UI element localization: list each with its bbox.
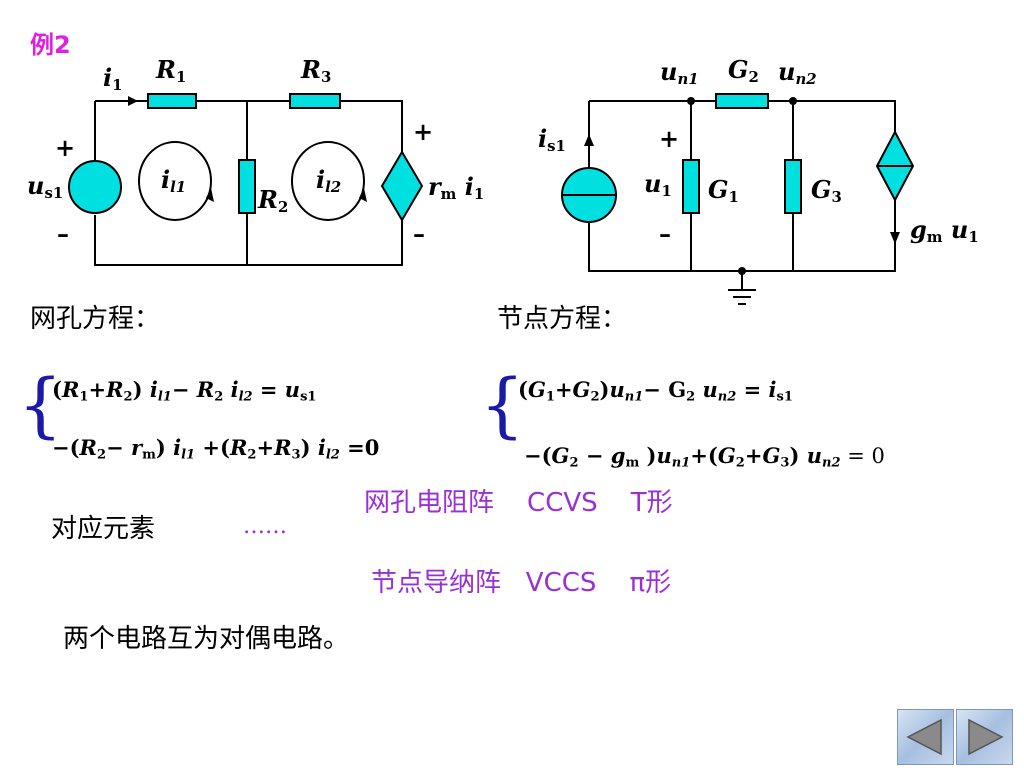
label-g1: G1 — [708, 175, 739, 207]
node-equation-title: 节点方程： — [497, 304, 628, 334]
is1-arrow — [584, 134, 594, 146]
label-is1: is1 — [538, 124, 566, 156]
ccvs-source — [380, 150, 424, 222]
label-un2: un2 — [778, 57, 817, 89]
label-r1: R1 — [156, 55, 187, 87]
triangle-right-icon — [968, 718, 1004, 756]
label-ccvs-minus: – — [413, 219, 425, 248]
node-un2-dot — [789, 97, 797, 105]
r1-resistor — [147, 93, 197, 109]
label-ccvs-plus: + — [413, 117, 434, 146]
next-slide-button[interactable] — [956, 709, 1013, 765]
label-i1: i1 — [103, 63, 123, 95]
node-un1-dot — [687, 97, 695, 105]
label-rm-i1: rm i1 — [428, 172, 485, 204]
mesh-loop-1-arrow — [206, 188, 214, 202]
left-circuit-wires — [94, 100, 403, 266]
label-un1: un1 — [660, 57, 699, 89]
label-il1: il1 — [161, 165, 187, 197]
g3-conductance — [784, 159, 802, 214]
mesh-brace: { — [18, 364, 63, 446]
label-il2: il2 — [316, 165, 342, 197]
mesh-equation-title: 网孔方程： — [30, 304, 161, 334]
label-u1: u1 — [644, 169, 672, 201]
g1-conductance — [682, 159, 700, 214]
label-u1-minus: – — [659, 219, 671, 248]
ground-node-dot — [738, 267, 746, 275]
label-us1-minus: – — [57, 219, 69, 248]
g2-conductance — [715, 93, 769, 109]
prev-slide-button[interactable] — [897, 709, 954, 765]
mesh-loop-2 — [291, 141, 365, 221]
node-equation-1: (G1+G2)un1− G2 un2 = is1 — [518, 377, 793, 405]
mesh-equation-1: (R1+R2) il1− R2 il2 = us1 — [52, 377, 317, 405]
label-us1-plus: + — [55, 133, 76, 162]
triangle-left-icon — [906, 718, 942, 756]
label-u1-plus: + — [659, 124, 680, 153]
label-us1: us1 — [27, 171, 64, 203]
mesh-loop-1 — [138, 141, 212, 221]
node-brace: { — [480, 364, 525, 446]
label-r2: R2 — [258, 185, 289, 217]
label-g3: G3 — [811, 175, 842, 207]
correspondence-label: 对应元素 — [51, 514, 156, 544]
conclusion-text: 两个电路互为对偶电路。 — [63, 624, 350, 654]
i1-arrow — [128, 96, 138, 106]
vccs-current-arrow — [890, 232, 900, 244]
r2-resistor — [238, 159, 256, 214]
mesh-loop-2-arrow — [359, 188, 367, 202]
correspondence-dots: …… — [243, 514, 287, 539]
mesh-equation-2: −(R2− rm) il1 +(R2+R3) il2 =0 — [52, 435, 380, 463]
example-label: 例2 — [30, 31, 71, 59]
correspondence-row-1: 网孔电阻阵 CCVS T形 — [364, 488, 673, 518]
label-gm-u1: gm u1 — [910, 215, 979, 247]
node-equation-2: −(G2 − gm )un1+(G2+G3) un2 = 0 — [524, 443, 885, 471]
label-r3: R3 — [301, 55, 332, 87]
correspondence-row-2: 节点导纳阵 VCCS π形 — [371, 568, 672, 598]
us1-source — [68, 160, 122, 214]
label-g2: G2 — [728, 55, 759, 87]
r3-resistor — [289, 93, 341, 109]
